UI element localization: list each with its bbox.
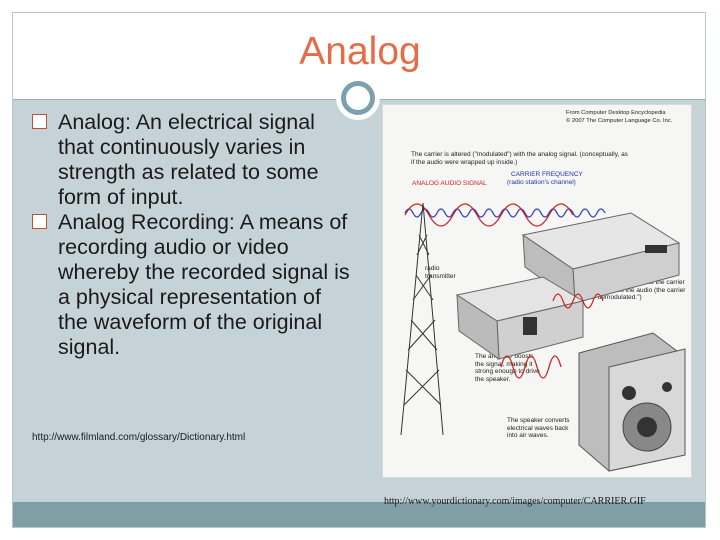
carrier-diagram-image: From Computer Desktop Encyclopedia © 200… [382,104,692,478]
bullet-analog-recording: Analog Recording: A means of recording a… [32,210,352,360]
bullet-term: Analog Recording: [58,210,235,234]
amplifier-icon [457,277,583,359]
diagram-artwork [383,105,692,478]
bullet-term: Analog: [58,110,131,134]
bullet-box-icon [32,114,47,129]
transmitter-tower-icon [401,203,443,435]
source-link-left[interactable]: http://www.filmland.com/glossary/Diction… [32,432,245,443]
slide-title: Analog [0,30,720,74]
bullet-list: Analog: An electrical signal that contin… [32,110,352,360]
bullet-box-icon [32,214,47,229]
amplifier-output-wave [501,356,561,378]
source-link-right[interactable]: http://www.yourdictionary.com/images/com… [384,496,684,508]
bullet-analog: Analog: An electrical signal that contin… [32,110,352,210]
speaker-icon [579,333,685,471]
carrier-wave [405,209,605,217]
